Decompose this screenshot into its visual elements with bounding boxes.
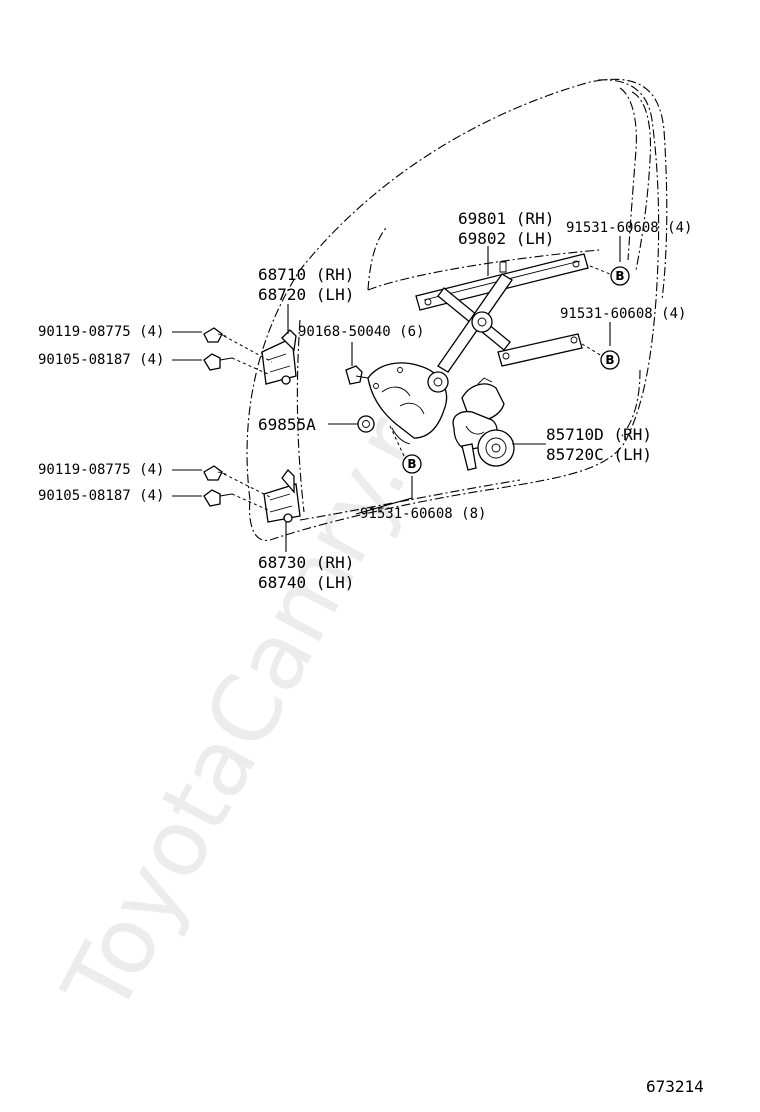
door-outline: [246, 78, 668, 541]
regulator-motor: [452, 377, 515, 471]
label-hinge-lower-rh: 68730 (RH): [258, 553, 354, 572]
label-motor-lh: 85720C (LH): [546, 445, 652, 464]
svg-text:B: B: [615, 269, 624, 283]
window-regulator: [367, 253, 589, 445]
leader-lines: [172, 236, 621, 552]
upper-bolts: [203, 327, 233, 371]
callout-top: B: [610, 266, 630, 286]
callout-bottom: B: [402, 454, 422, 474]
plug-part: [357, 415, 375, 433]
lower-bolts: [203, 465, 233, 507]
label-bolt-mid: 91531-60608 (4): [560, 306, 686, 322]
figure-number: 673214: [646, 1077, 704, 1096]
svg-text:B: B: [407, 457, 416, 471]
label-hinge-upper-rh: 68710 (RH): [258, 265, 354, 284]
label-hinge-upper-lh: 68720 (LH): [258, 285, 354, 304]
center-screw: [345, 365, 369, 385]
upper-hinge: [261, 329, 297, 385]
callout-mid: B: [600, 350, 620, 370]
svg-text:B: B: [605, 353, 614, 367]
label-motor-rh: 85710D (RH): [546, 425, 652, 444]
label-bolt-lower-b: 90105-08187 (4): [38, 488, 164, 504]
label-bolt-top: 91531-60608 (4): [566, 220, 692, 236]
label-plug: 69855A: [258, 415, 316, 434]
label-regulator-rh: 69801 (RH): [458, 209, 554, 228]
lower-hinge: [263, 469, 301, 523]
label-bolt-upper-b: 90105-08187 (4): [38, 352, 164, 368]
label-screw-center: 90168-50040 (6): [298, 324, 424, 340]
watermark: ToyotaCamry.ru: [42, 349, 473, 1031]
label-bolt-lower-a: 90119-08775 (4): [38, 462, 164, 478]
label-bolt-upper-a: 90119-08775 (4): [38, 324, 164, 340]
label-bolt-bottom: 91531-60608 (8): [360, 506, 486, 522]
label-hinge-lower-lh: 68740 (LH): [258, 573, 354, 592]
label-regulator-lh: 69802 (LH): [458, 229, 554, 248]
